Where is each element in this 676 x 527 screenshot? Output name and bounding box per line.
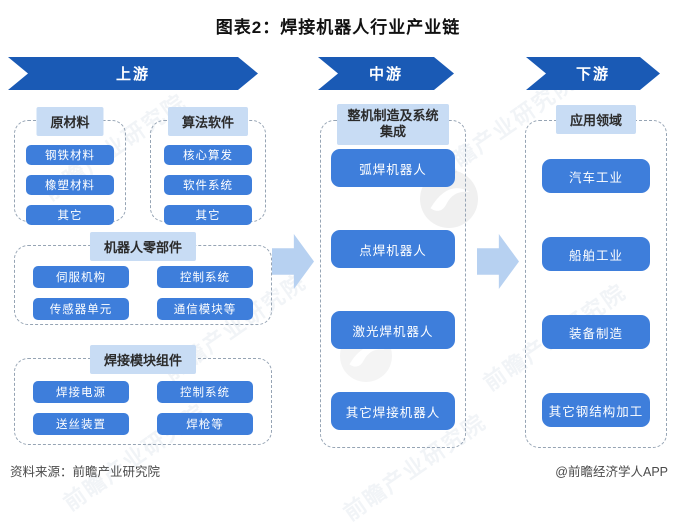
item-box: 装备制造 [542, 315, 650, 349]
group-welding-modules-header: 焊接模块组件 [89, 345, 197, 374]
group-raw-materials: 原材料 钢铁材料 橡塑材料 其它 [14, 107, 126, 225]
item-box: 点焊机器人 [331, 230, 455, 268]
group-robot-components-header: 机器人零部件 [89, 232, 197, 261]
item-box: 钢铁材料 [26, 145, 114, 165]
item-box: 软件系统 [164, 175, 252, 195]
item-box: 焊枪等 [157, 413, 253, 435]
item-box: 其它 [164, 205, 252, 225]
group-application-fields-header: 应用领域 [555, 105, 637, 134]
group-raw-materials-header: 原材料 [36, 107, 104, 136]
item-box: 控制系统 [157, 381, 253, 403]
group-machine-manufacturing-header: 整机制造及系统集成 [337, 104, 449, 145]
group-welding-modules: 焊接模块组件 焊接电源 控制系统 送丝装置 焊枪等 [14, 345, 272, 445]
group-algorithm-software-header: 算法软件 [167, 107, 249, 136]
group-algorithm-software: 算法软件 核心算发 软件系统 其它 [150, 107, 266, 225]
credit-note: @前瞻经济学人APP [555, 465, 668, 479]
item-box: 其它 [26, 205, 114, 225]
item-box: 控制系统 [157, 266, 253, 288]
item-box: 弧焊机器人 [331, 149, 455, 187]
group-robot-components: 机器人零部件 伺服机构 控制系统 传感器单元 通信模块等 [14, 232, 272, 325]
item-box: 船舶工业 [542, 237, 650, 271]
group-application-fields: 应用领域 汽车工业 船舶工业 装备制造 其它钢结构加工 [525, 105, 667, 448]
banner-upstream: 上游 [8, 57, 258, 90]
item-box: 焊接电源 [33, 381, 129, 403]
item-box: 橡塑材料 [26, 175, 114, 195]
source-note: 资料来源：前瞻产业研究院 [10, 465, 161, 479]
item-box: 汽车工业 [542, 159, 650, 193]
item-box: 伺服机构 [33, 266, 129, 288]
group-machine-manufacturing: 整机制造及系统集成 弧焊机器人 点焊机器人 激光焊机器人 其它焊接机器人 [320, 104, 466, 448]
banner-midstream: 中游 [318, 57, 454, 90]
right-arrow-icon [477, 234, 519, 289]
item-box: 其它钢结构加工 [542, 393, 650, 427]
chart-title: 图表2：焊接机器人行业产业链 [215, 18, 461, 37]
item-box: 传感器单元 [33, 298, 129, 320]
item-box: 送丝装置 [33, 413, 129, 435]
item-box: 其它焊接机器人 [331, 392, 455, 430]
item-box: 核心算发 [164, 145, 252, 165]
item-box: 激光焊机器人 [331, 311, 455, 349]
banner-upstream-label: 上游 [115, 66, 150, 83]
item-box: 通信模块等 [157, 298, 253, 320]
banner-midstream-label: 中游 [368, 66, 403, 83]
right-arrow-icon [272, 234, 314, 289]
banner-downstream: 下游 [526, 57, 660, 90]
banner-downstream-label: 下游 [575, 66, 610, 83]
